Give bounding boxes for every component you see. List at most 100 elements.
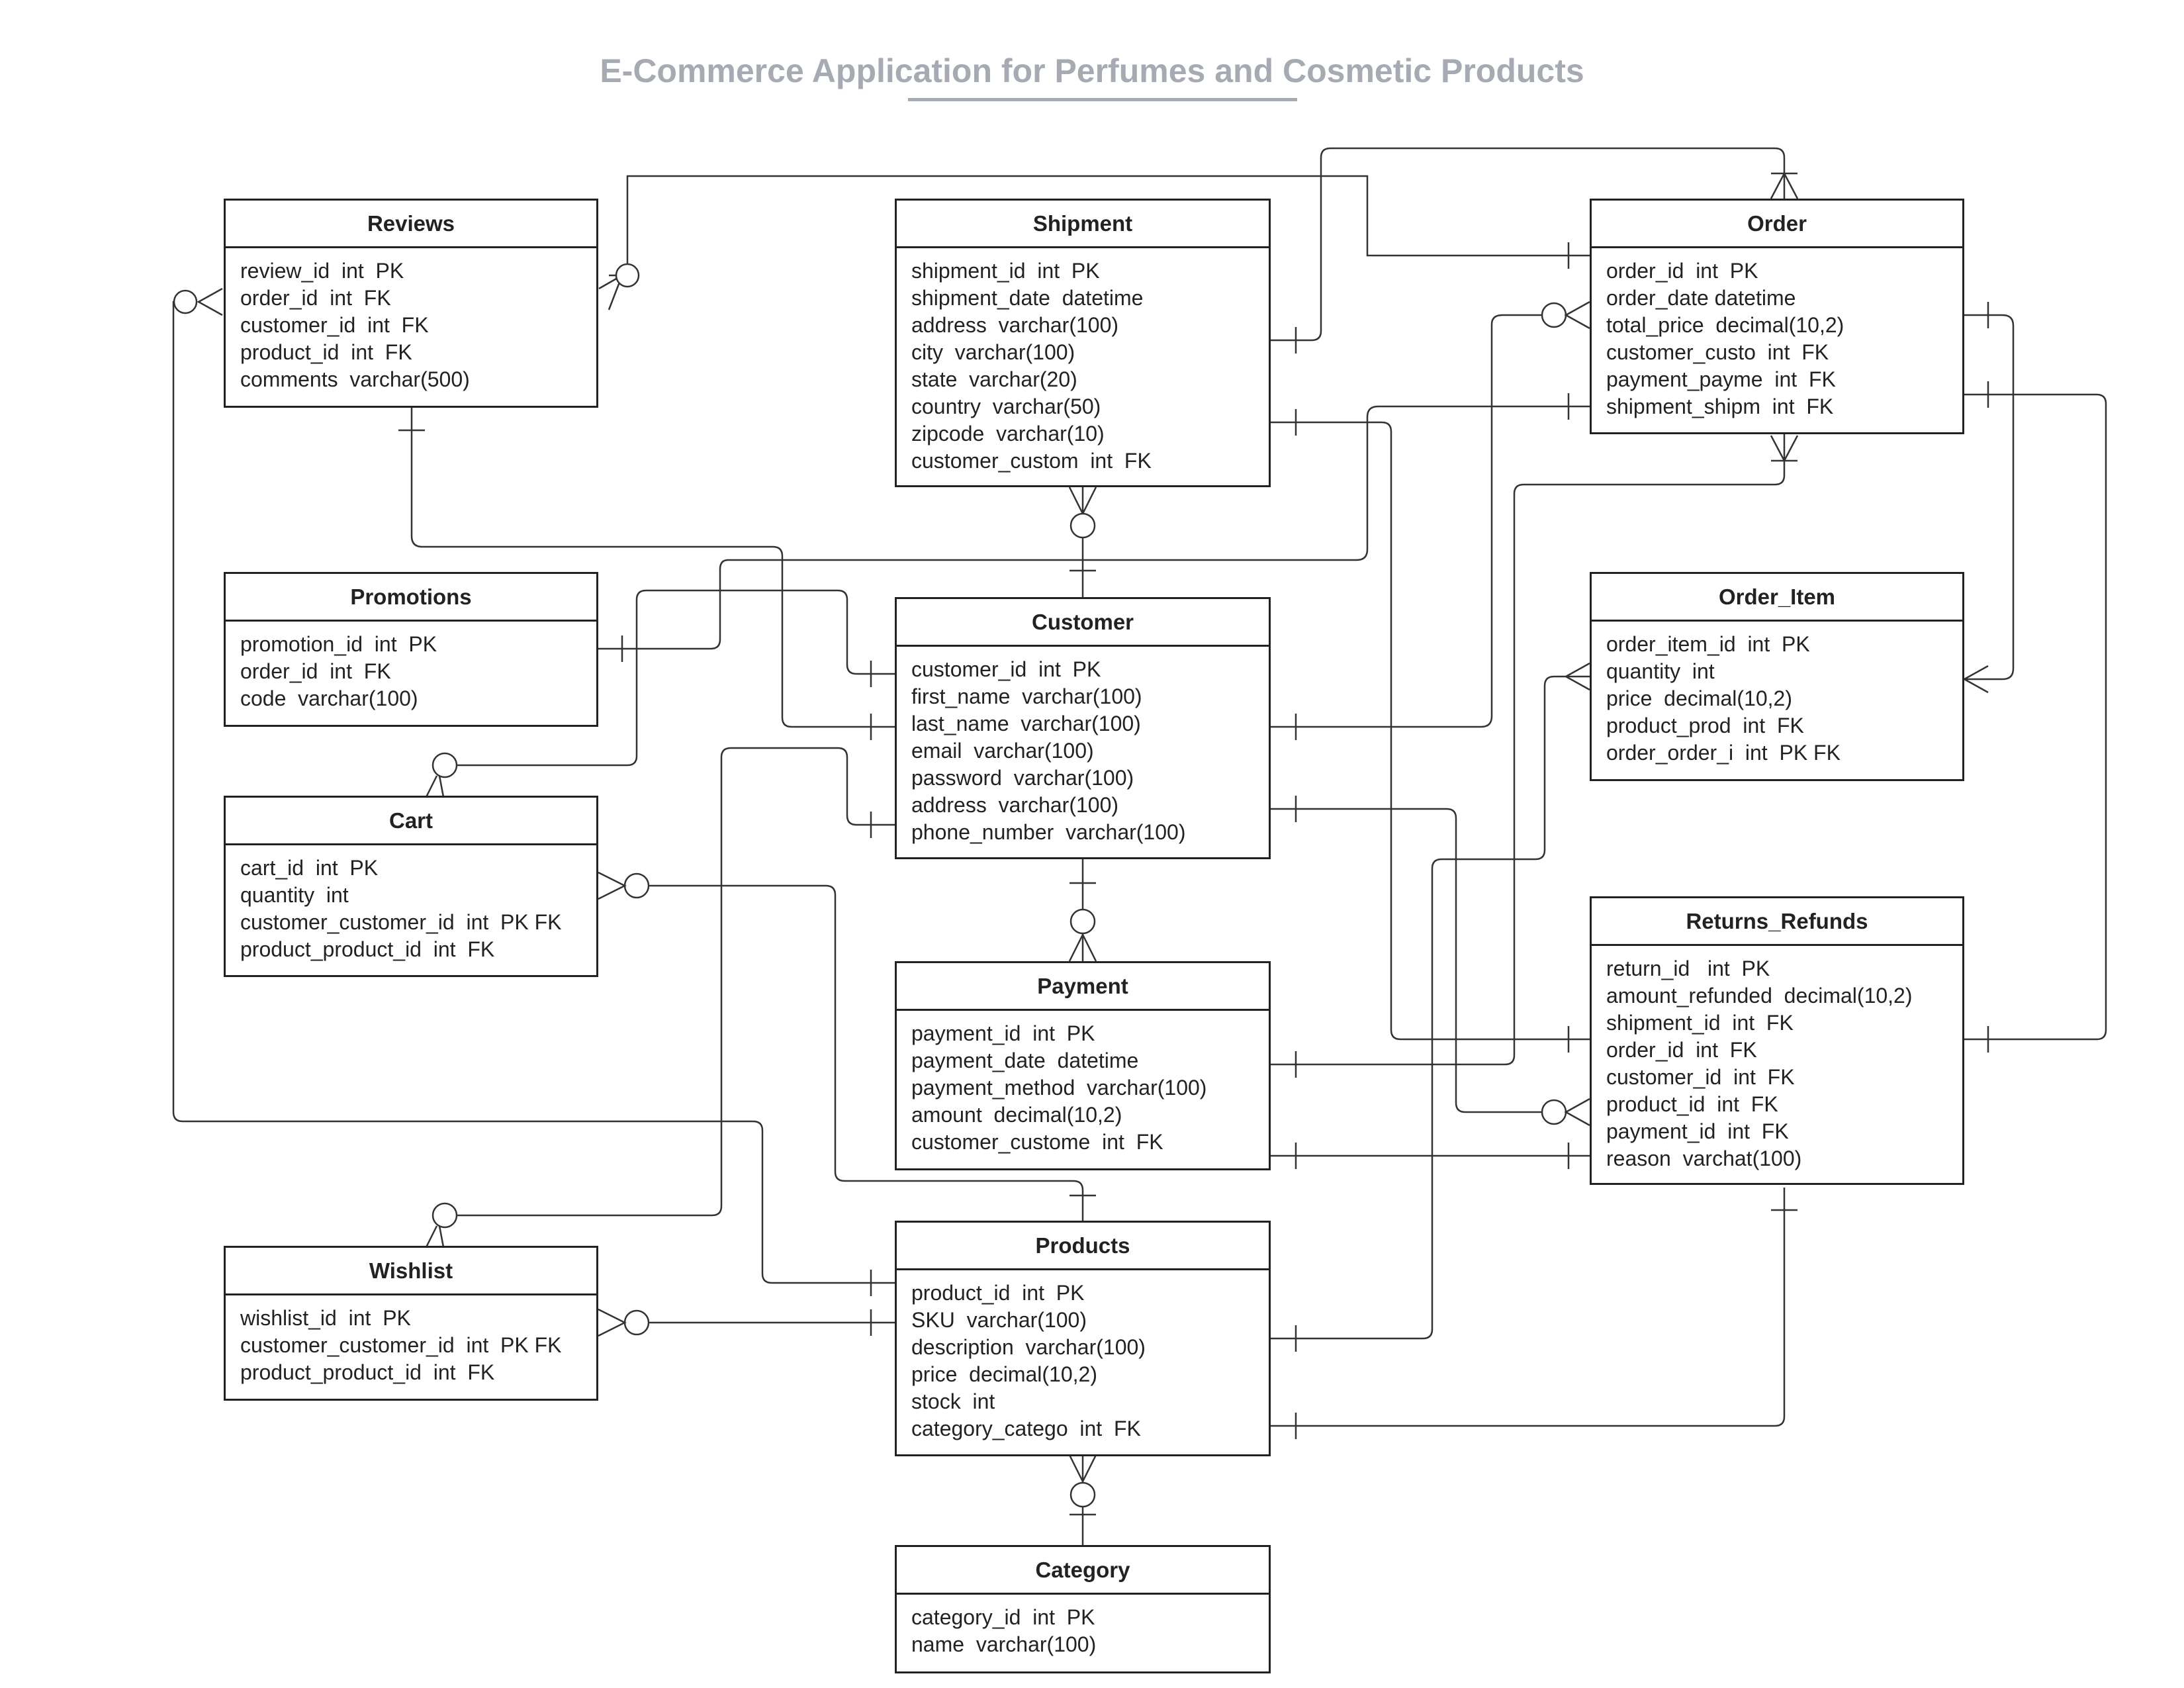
optional-circle-reviews-order <box>615 263 640 288</box>
connector-customer-returns <box>1271 808 1554 1113</box>
attribute-list: order_item_id int PK quantity int price … <box>1592 622 1962 767</box>
attribute-row: order_id int PK <box>1606 259 1758 283</box>
attribute-row: price decimal(10,2) <box>1606 686 1792 710</box>
attribute-row: country varchar(50) <box>911 395 1101 418</box>
entity-payment[interactable]: Payment payment_id int PK payment_date d… <box>895 961 1271 1170</box>
attribute-row: review_id int PK <box>240 259 404 283</box>
attribute-list: customer_id int PK first_name varchar(10… <box>897 647 1269 846</box>
attribute-row: code varchar(100) <box>240 686 418 710</box>
attribute-row: customer_custo int FK <box>1606 340 1829 364</box>
attribute-row: reason varchat(100) <box>1606 1147 1802 1170</box>
attribute-row: payment_payme int FK <box>1606 367 1836 391</box>
optional-circle-cart-products <box>623 872 650 899</box>
entity-title: Order_Item <box>1592 574 1962 622</box>
entity-title: Shipment <box>897 201 1269 248</box>
attribute-row: zipcode varchar(10) <box>911 422 1105 445</box>
attribute-row: address varchar(100) <box>911 313 1119 337</box>
optional-circle-order-customer <box>1541 302 1567 328</box>
entity-order[interactable]: Order order_id int PK order_date datetim… <box>1590 199 1964 434</box>
attribute-row: description varchar(100) <box>911 1335 1146 1359</box>
attribute-row: customer_custom int FK <box>911 449 1152 473</box>
attribute-row: product_prod int FK <box>1606 714 1804 737</box>
crowfoot-cart-products <box>598 871 627 900</box>
attribute-row: payment_id int FK <box>1606 1119 1789 1143</box>
attribute-row: amount decimal(10,2) <box>911 1103 1122 1127</box>
entity-wishlist[interactable]: Wishlist wishlist_id int PK customer_cus… <box>224 1246 598 1401</box>
crowfoot-order-customer <box>1564 301 1590 330</box>
attribute-row: payment_method varchar(100) <box>911 1076 1207 1100</box>
optional-circle-cart-customer <box>432 752 458 778</box>
entity-returns-refunds[interactable]: Returns_Refunds return_id int PK amount_… <box>1590 896 1964 1185</box>
attribute-row: quantity int <box>1606 659 1715 683</box>
attribute-row: return_id int PK <box>1606 957 1770 980</box>
attribute-row: product_product_id int FK <box>240 1360 495 1384</box>
attribute-row: state varchar(20) <box>911 367 1077 391</box>
connector-reviews-products <box>172 301 895 1284</box>
diagram-title: E-Commerce Application for Perfumes and … <box>600 52 1584 89</box>
attribute-row: shipment_shipm int FK <box>1606 395 1834 418</box>
connector-customer-wishlist <box>457 747 895 1217</box>
attribute-row: cart_id int PK <box>240 856 379 880</box>
attribute-row: category_catego int FK <box>911 1417 1141 1440</box>
attribute-list: promotion_id int PK order_id int FK code… <box>226 622 596 712</box>
attribute-row: shipment_id int PK <box>911 259 1100 283</box>
attribute-row: order_id int FK <box>1606 1038 1757 1062</box>
attribute-row: product_id int FK <box>1606 1092 1778 1116</box>
crowfoot-reviews-products <box>197 287 223 316</box>
entity-cart[interactable]: Cart cart_id int PK quantity int custome… <box>224 796 598 977</box>
attribute-row: shipment_date datetime <box>911 286 1144 310</box>
entity-shipment[interactable]: Shipment shipment_id int PK shipment_dat… <box>895 199 1271 487</box>
attribute-row: address varchar(100) <box>911 793 1119 817</box>
entity-order-item[interactable]: Order_Item order_item_id int PK quantity… <box>1590 572 1964 781</box>
attribute-row: order_item_id int PK <box>1606 632 1810 656</box>
attribute-row: phone_number varchar(100) <box>911 820 1186 844</box>
attribute-row: category_id int PK <box>911 1605 1095 1629</box>
connector-products-returns <box>1271 1188 1786 1427</box>
attribute-row: amount_refunded decimal(10,2) <box>1606 984 1913 1008</box>
attribute-row: order_id int FK <box>240 659 391 683</box>
attribute-list: product_id int PK SKU varchar(100) descr… <box>897 1270 1269 1442</box>
optional-circle-shipment-customer <box>1069 512 1096 539</box>
entity-products[interactable]: Products product_id int PK SKU varchar(1… <box>895 1221 1271 1456</box>
attribute-row: order_id int FK <box>240 286 391 310</box>
entity-reviews[interactable]: Reviews review_id int PK order_id int FK… <box>224 199 598 408</box>
connector-shipment-order <box>1271 147 1786 342</box>
connector-order-orderitem <box>1962 314 2015 680</box>
connector-reviews-customer <box>410 408 895 728</box>
connector-order-payment <box>1271 434 1786 1066</box>
entity-promotions[interactable]: Promotions promotion_id int PK order_id … <box>224 572 598 727</box>
attribute-list: shipment_id int PK shipment_date datetim… <box>897 248 1269 475</box>
crowfoot-wishlist-products <box>598 1308 627 1337</box>
connector-products-cart <box>649 884 1084 1221</box>
entity-title: Products <box>897 1223 1269 1270</box>
attribute-row: price decimal(10,2) <box>911 1362 1097 1386</box>
entity-title: Cart <box>226 798 596 845</box>
entity-customer[interactable]: Customer customer_id int PK first_name v… <box>895 597 1271 859</box>
attribute-row: first_name varchar(100) <box>911 684 1142 708</box>
connector-order-promotions <box>598 405 1590 650</box>
attribute-list: wishlist_id int PK customer_customer_id … <box>226 1295 596 1386</box>
attribute-row: payment_id int PK <box>911 1021 1095 1045</box>
attribute-row: SKU varchar(100) <box>911 1308 1087 1332</box>
attribute-row: customer_id int PK <box>911 657 1101 681</box>
attribute-row: last_name varchar(100) <box>911 712 1141 735</box>
attribute-row: order_date datetime <box>1606 286 1796 310</box>
attribute-row: customer_customer_id int PK FK <box>240 1333 562 1357</box>
attribute-row: comments varchar(500) <box>240 367 470 391</box>
attribute-row: payment_date datetime <box>911 1049 1139 1072</box>
attribute-list: category_id int PK name varchar(100) <box>897 1595 1269 1658</box>
attribute-row: shipment_id int FK <box>1606 1011 1794 1035</box>
optional-circle-reviews-products <box>173 289 198 314</box>
entity-category[interactable]: Category category_id int PK name varchar… <box>895 1545 1271 1673</box>
crowfoot-orderitem-order <box>1962 665 1989 694</box>
attribute-list: payment_id int PK payment_date datetime … <box>897 1011 1269 1156</box>
attribute-row: product_product_id int FK <box>240 937 495 961</box>
crowfoot-orderitem-products <box>1564 662 1590 691</box>
attribute-row: customer_customer_id int PK FK <box>240 910 562 934</box>
title-underline <box>908 98 1297 101</box>
optional-circle-payment-customer <box>1069 908 1096 935</box>
entity-title: Order <box>1592 201 1962 248</box>
entity-title: Category <box>897 1547 1269 1595</box>
entity-title: Promotions <box>226 574 596 622</box>
